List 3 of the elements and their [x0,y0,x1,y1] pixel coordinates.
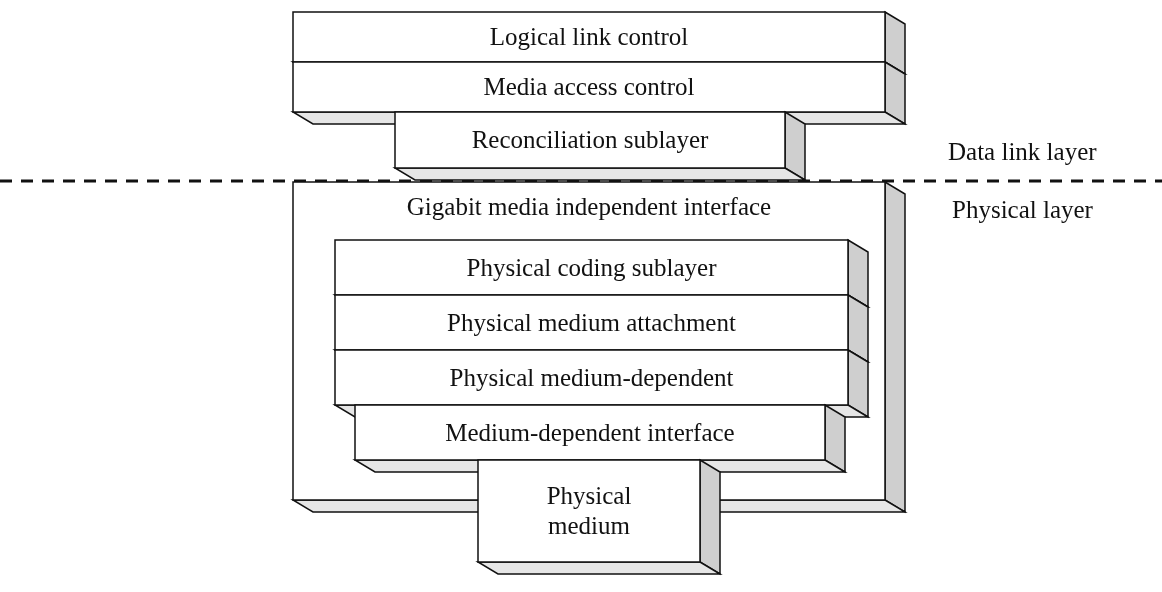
layer-group-label: Data link layer [948,138,1097,166]
layer-group-label: Physical layer [952,196,1093,224]
layer-label: Gigabit media independent interface [405,192,773,222]
